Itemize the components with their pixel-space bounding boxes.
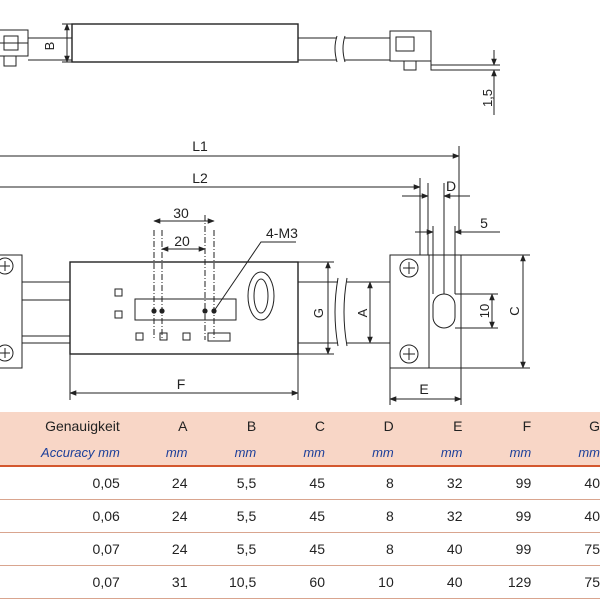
l1-label: L1 [192,138,208,154]
table-row: 0,07 24 5,5 45 8 40 99 75 [0,533,600,566]
header-d: D [383,417,394,434]
table-cell: 75 [584,541,600,557]
unit-c: mm [303,444,325,460]
header-accuracy: Genauigkeit [45,417,120,434]
unit-g: mm [578,444,600,460]
unit-e: mm [440,444,463,460]
header-a: A [178,417,188,434]
table-row: 0,05 24 5,5 45 8 32 99 40 [0,466,600,500]
c-label: C [507,306,522,315]
dim-10: 10 [477,304,492,318]
table-cell: 5,5 [236,475,257,491]
table-cell: 45 [309,541,325,557]
table-cell: 0,05 [92,475,120,491]
table-cell: 31 [171,574,188,590]
table-cell: 40 [446,574,463,590]
b-label: B [42,42,57,51]
table-cell: 129 [507,574,532,590]
table-cell: 45 [309,508,325,524]
table-cell: 24 [171,541,188,557]
table-cell: 8 [385,541,394,557]
dim-5: 5 [480,215,488,231]
table-cell: 0,07 [92,541,120,557]
table-cell: 0,07 [92,574,120,590]
spec-table: Genauigkeit A B C D E F G Accuracy mm mm… [0,412,600,599]
unit-f: mm [509,444,532,460]
length-dimensions: L1 L2 [0,138,460,255]
thread-label: 4-M3 [266,225,298,241]
header-g: G [589,417,600,434]
table-cell: 32 [446,508,463,524]
header-e: E [453,417,463,434]
l2-label: L2 [192,170,208,186]
dim-30: 30 [173,205,189,221]
table-cell: 99 [515,475,532,491]
unit-b: mm [234,444,257,460]
table-cell: 8 [385,508,394,524]
unit-a: mm [165,444,188,460]
front-dimensions: 30 20 4-M3 G A D 5 10 C [69,178,530,405]
table-cell: 10 [378,574,394,590]
e-label: E [419,381,428,397]
unit-d: mm [372,444,394,460]
d-label: D [446,178,456,194]
table-cell: 40 [446,541,463,557]
table-cell: 45 [309,475,325,491]
table-row: 0,06 24 5,5 45 8 32 99 40 [0,500,600,533]
table-row: 0,07 31 10,5 60 10 40 129 75 [0,566,600,599]
header-b: B [246,417,257,434]
table-cell: 40 [584,508,600,524]
table-cell: 5,5 [236,541,257,557]
unit-row: Accuracy mm mm mm mm mm mm mm mm [0,439,600,466]
table-cell: 10,5 [228,574,257,590]
table-cell: 99 [515,541,532,557]
table-cell: 5,5 [236,508,257,524]
side-view: B 1,5 [0,23,500,115]
table-cell: 75 [584,574,600,590]
table-cell: 40 [584,475,600,491]
technical-drawing: B 1,5 L1 L2 [0,23,530,405]
table-cell: 8 [385,475,394,491]
a-label: A [355,308,370,317]
table-cell: 0,06 [92,508,120,524]
table-cell: 99 [515,508,532,524]
header-row: Genauigkeit A B C D E F G [0,412,600,439]
table-cell: 32 [446,475,463,491]
table-cell: 24 [171,508,188,524]
table-cell: 60 [309,574,325,590]
table-cell: 24 [171,475,188,491]
thickness-label: 1,5 [480,89,495,107]
g-label: G [311,308,326,318]
front-view [0,215,462,369]
f-label: F [177,376,186,392]
unit-accuracy: Accuracy mm [41,444,120,460]
header-f: F [522,417,532,434]
dim-20: 20 [174,233,190,249]
header-c: C [314,417,325,434]
